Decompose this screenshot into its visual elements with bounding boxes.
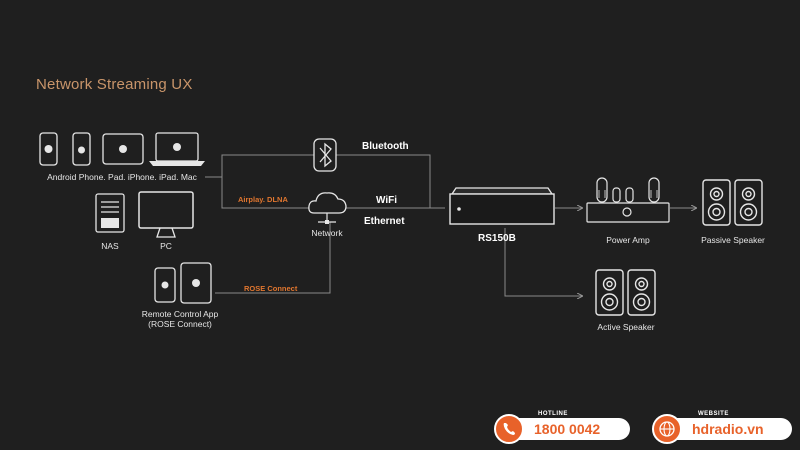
nas-icon [95,193,125,233]
laptop-icon [149,132,205,166]
remote-tablet-icon [180,262,212,304]
line-rose-connect [215,222,331,294]
pc-icon [138,191,194,238]
remote-app-label-line1: Remote Control App [141,309,219,319]
remote-phone-icon [154,267,176,303]
power-amp-label: Power Amp [606,235,650,245]
website-pill [664,418,792,440]
power-amp-icon [586,177,670,223]
phone-icon [494,414,524,444]
tablet-icon [102,133,144,165]
active-speaker-label: Active Speaker [597,322,655,332]
android-phone-icon [39,132,58,166]
iphone-icon [72,132,91,166]
passive-speaker-label: Passive Speaker [701,235,765,245]
wifi-label: WiFi [376,195,398,206]
hotline-pill [506,418,630,440]
hotline-caption: HOTLINE [538,411,568,417]
nas-label: NAS [101,241,119,251]
line-to-active [504,228,582,296]
rose-connect-label: ROSE Connect [244,284,298,293]
ethernet-label: Ethernet [364,216,405,227]
rs150b-device-icon [449,187,555,225]
website-caption: WEBSITE [698,411,729,417]
page-title: Network Streaming UX [36,76,193,93]
active-speaker-icon [595,269,656,316]
line-wifi [221,177,445,209]
website-badge[interactable]: WEBSITE hdradio.vn [652,411,794,444]
globe-icon [652,414,682,444]
network-cloud-icon [308,192,347,224]
rs150b-label: RS150B [478,233,516,244]
passive-speaker-icon [702,179,763,226]
website-url: hdradio.vn [692,421,764,437]
network-label: Network [311,228,343,238]
connection-lines [205,154,696,296]
bluetooth-icon [313,138,337,172]
hotline-number: 1800 0042 [534,421,601,437]
mobile-devices-label: Android Phone. Pad. iPhone. iPad. Mac [47,172,197,182]
line-bluetooth [205,154,431,208]
airplay-dlna-label: Airplay. DLNA [238,195,288,204]
bluetooth-label: Bluetooth [362,141,409,152]
pc-label: PC [160,241,172,251]
remote-app-label-line2: (ROSE Connect) [148,319,212,329]
hotline-badge[interactable]: HOTLINE 1800 0042 [494,411,634,444]
